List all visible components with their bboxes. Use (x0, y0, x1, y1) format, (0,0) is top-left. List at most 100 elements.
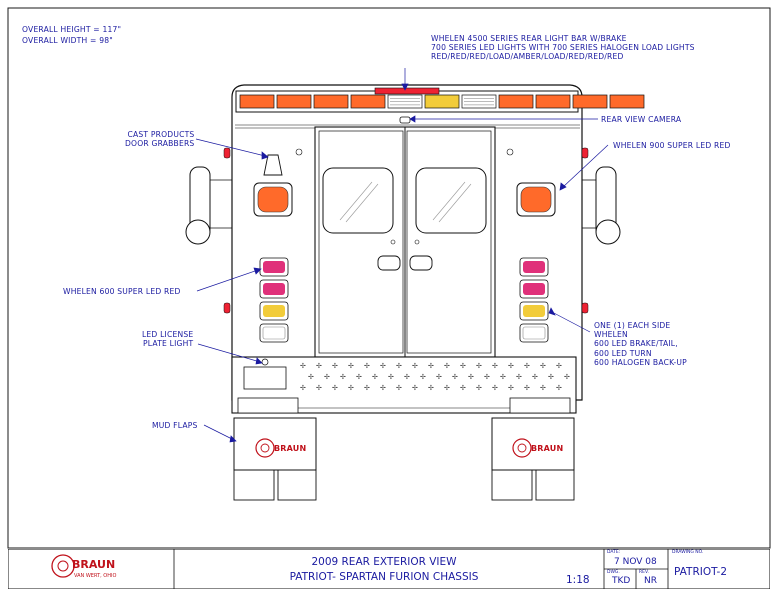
tread-mark: ✢ (356, 373, 362, 381)
overall-width-note: OVERALL WIDTH = 98" (22, 36, 113, 45)
rear-camera (399, 116, 411, 124)
tread-mark: ✢ (380, 384, 386, 392)
tread-mark: ✢ (412, 362, 418, 370)
tread-mark: ✢ (364, 384, 370, 392)
tread-mark: ✢ (436, 373, 442, 381)
mirror-left (185, 166, 232, 245)
mud-flap-logo-right (512, 438, 532, 458)
drawing-title-line1: 2009 REAR EXTERIOR VIEW (311, 556, 457, 568)
tread-mark: ✢ (556, 362, 562, 370)
tread-mark: ✢ (428, 384, 434, 392)
tread-mark: ✢ (428, 362, 434, 370)
light-bar-callout: WHELEN 4500 SERIES REAR LIGHT BAR W/BRAK… (431, 34, 695, 62)
light-bar-cell-red (350, 94, 386, 109)
lamp-stack-right (519, 257, 549, 343)
drawing-no-label: DRAWING NO. (672, 550, 704, 555)
tread-mark: ✢ (460, 384, 466, 392)
tread-mark: ✢ (372, 373, 378, 381)
tread-mark: ✢ (340, 373, 346, 381)
revised-by: NR (644, 576, 657, 586)
mud-flap-brand-left: BRAUN (274, 444, 307, 453)
tread-mark: ✢ (476, 384, 482, 392)
tread-mark: ✢ (564, 373, 570, 381)
mirror-right (582, 166, 621, 245)
tread-mark: ✢ (308, 373, 314, 381)
drawing-scale: 1:18 (566, 574, 590, 586)
tread-mark: ✢ (364, 362, 370, 370)
tread-mark: ✢ (540, 384, 546, 392)
tread-mark: ✢ (388, 373, 394, 381)
tread-mark: ✢ (460, 362, 466, 370)
overall-height-note: OVERALL HEIGHT = 117" (22, 25, 122, 34)
whelen-900-callout: WHELEN 900 SUPER LED RED (613, 141, 731, 150)
rear-light-bar (235, 87, 645, 113)
rev-label: REV. (639, 570, 649, 575)
dwg-label: DWG. (607, 570, 620, 575)
tread-mark: ✢ (332, 384, 338, 392)
tread-mark: ✢ (412, 384, 418, 392)
light-bar-cell-red (609, 94, 645, 109)
tread-mark: ✢ (508, 362, 514, 370)
tread-mark: ✢ (316, 362, 322, 370)
tread-mark: ✢ (396, 362, 402, 370)
tread-mark: ✢ (484, 373, 490, 381)
tread-mark: ✢ (300, 362, 306, 370)
drawing-date: 7 NOV 08 (614, 557, 657, 567)
license-light-callout: LED LICENSE PLATE LIGHT (142, 330, 194, 349)
mud-flap-right (491, 417, 575, 471)
light-bar-cell-red (535, 94, 571, 109)
drawing-title-line2: PATRIOT- SPARTAN FURION CHASSIS (289, 571, 479, 583)
light-bar-cell-red (572, 94, 608, 109)
tread-mark: ✢ (444, 384, 450, 392)
mud-flaps-callout: MUD FLAPS (152, 421, 198, 430)
title-block: BRAUN VAN WERT, OHIO 2009 REAR EXTERIOR … (8, 549, 770, 589)
tread-mark: ✢ (500, 373, 506, 381)
tread-mark: ✢ (404, 373, 410, 381)
tread-mark: ✢ (524, 384, 530, 392)
tread-mark: ✢ (348, 362, 354, 370)
tread-mark: ✢ (532, 373, 538, 381)
mud-flap-left (233, 417, 317, 471)
lamp-stack-left (259, 257, 289, 343)
tire-right (491, 469, 575, 501)
tire-left (233, 469, 317, 501)
tread-mark: ✢ (524, 362, 530, 370)
each-side-callout: ONE (1) EACH SIDE WHELEN 600 LED BRAKE/T… (594, 321, 687, 367)
tread-mark: ✢ (548, 373, 554, 381)
tread-mark: ✢ (420, 373, 426, 381)
tread-mark: ✢ (316, 384, 322, 392)
tread-mark: ✢ (468, 373, 474, 381)
tread-mark: ✢ (444, 362, 450, 370)
date-label: DATE: (607, 550, 621, 555)
light-bar-cell-amber (424, 94, 460, 109)
tread-mark: ✢ (556, 384, 562, 392)
tread-mark: ✢ (332, 362, 338, 370)
door-grabber-left (263, 154, 283, 176)
tread-mark: ✢ (396, 384, 402, 392)
drawing-border (7, 7, 771, 549)
braun-logo: BRAUN (72, 558, 116, 571)
tread-mark: ✢ (300, 384, 306, 392)
light-bar-cell-red (498, 94, 534, 109)
braun-tagline: VAN WERT, OHIO (74, 573, 117, 579)
mud-flap-logo-left (255, 438, 275, 458)
light-bar-cell-red (276, 94, 312, 109)
drawn-by: TKD (612, 576, 631, 586)
rear-bumper: ✢✢✢✢✢✢✢✢✢✢✢✢✢✢✢✢✢✢✢✢✢✢✢✢✢✢✢✢✢✢✢✢✢✢✢✢✢✢✢✢… (231, 356, 577, 414)
tread-mark: ✢ (508, 384, 514, 392)
tread-mark: ✢ (516, 373, 522, 381)
tread-mark: ✢ (348, 384, 354, 392)
door-grabbers-callout: CAST PRODUCTS DOOR GRABBERS (125, 130, 195, 149)
light-bar-cell-red (313, 94, 349, 109)
light-bar-cell-red (239, 94, 275, 109)
tread-mark: ✢ (492, 384, 498, 392)
camera-callout: REAR VIEW CAMERA (601, 115, 682, 124)
tread-mark: ✢ (380, 362, 386, 370)
mud-flap-brand-right: BRAUN (531, 444, 564, 453)
tread-mark: ✢ (492, 362, 498, 370)
tread-mark: ✢ (476, 362, 482, 370)
tread-mark: ✢ (540, 362, 546, 370)
tread-mark: ✢ (324, 373, 330, 381)
